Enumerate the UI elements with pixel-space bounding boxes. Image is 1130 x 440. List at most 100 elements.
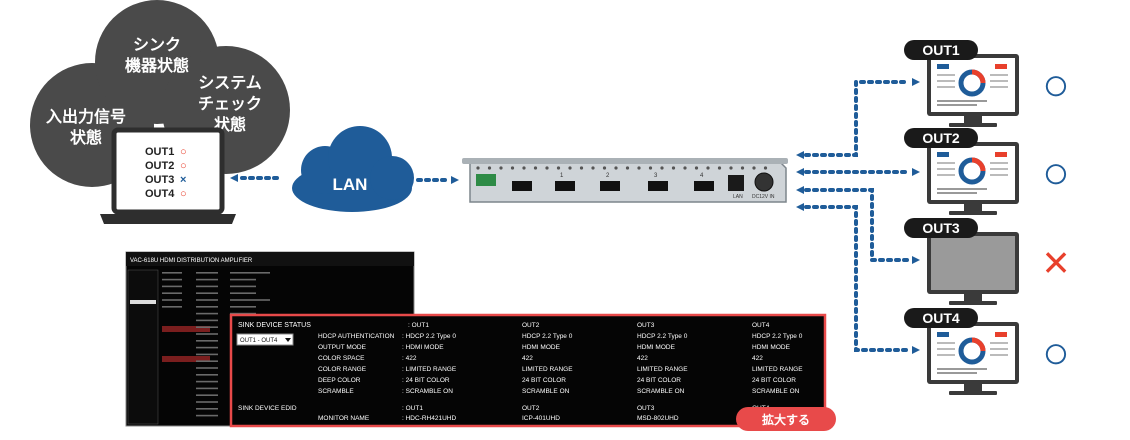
thumb-text-line — [196, 278, 218, 281]
web-ui-sidebar-item[interactable] — [130, 300, 156, 304]
thumb-text-line — [162, 285, 182, 288]
output-selector-value: OUT1 - OUT4 — [240, 338, 278, 344]
cell-value: LIMITED RANGE — [752, 366, 803, 373]
screen-line — [937, 342, 955, 344]
edid-column-header: OUT2 — [522, 405, 540, 412]
thumb-text-line — [196, 340, 218, 342]
monitor-name-value: ICP-401UHD — [522, 415, 560, 422]
cell-value: HDMI MODE — [522, 344, 561, 351]
thumb-text-line — [230, 278, 256, 281]
output-tag — [904, 128, 978, 148]
thumb-text-line — [196, 374, 218, 376]
screen-line — [937, 354, 955, 356]
vent-hole — [602, 166, 607, 170]
monitor-stand — [949, 301, 997, 305]
monitor-stand — [949, 391, 997, 395]
laptop-list-label: OUT2 — [145, 160, 174, 172]
cell-value: SCRAMBLE ON — [637, 388, 685, 395]
thumb-text-line — [196, 408, 218, 410]
hdmi-port — [648, 181, 668, 191]
row-label: COLOR RANGE — [318, 366, 367, 373]
column-header: OUT3 — [637, 322, 655, 329]
cell-value: : HDMI MODE — [402, 344, 444, 351]
chevron-down-icon — [285, 338, 291, 342]
thumb-text-line — [196, 299, 218, 301]
vent-hole — [763, 166, 768, 170]
lan-port-label: LAN — [733, 194, 743, 200]
link-out1 — [804, 80, 910, 157]
output-link-arrows — [796, 78, 920, 354]
donut-chart-icon — [971, 157, 986, 172]
vent-hole — [729, 166, 733, 170]
output-selector[interactable] — [236, 333, 294, 346]
terminal-block — [476, 174, 496, 186]
output-tag — [904, 40, 978, 60]
thumb-text-line — [230, 312, 256, 315]
link-out4 — [804, 205, 910, 352]
status-ok-icon: ○ — [1042, 326, 1070, 378]
link-out3 — [804, 188, 910, 262]
cell-value: 24 BIT COLOR — [752, 377, 796, 384]
laptop-list-mark: ○ — [180, 146, 187, 158]
row-label: COLOR SPACE — [318, 355, 365, 362]
thumb-text-line — [196, 387, 218, 390]
vent-hole — [476, 166, 480, 170]
zoom-badge[interactable] — [736, 407, 836, 431]
lan-port — [728, 175, 744, 191]
laptop-list-mark: × — [180, 174, 186, 186]
column-header: OUT2 — [522, 322, 540, 329]
screen-line — [937, 74, 955, 76]
screen-line — [937, 86, 955, 88]
bubble-system-label: システムチェック状態 — [198, 75, 262, 134]
screen-line — [937, 348, 955, 350]
vent-hole — [487, 166, 492, 170]
web-ui-title: VAC-618U HDMI DISTRIBUTION AMPLIFIER — [130, 258, 253, 264]
web-ui-sidebar — [127, 269, 159, 425]
monitor-name-value: : HDC-RH421UHD — [402, 415, 456, 422]
screen-chip — [937, 332, 949, 337]
thumb-text-line — [196, 380, 218, 383]
thumb-text-line — [162, 299, 182, 301]
laptop-list-label: OUT1 — [145, 146, 174, 158]
vent-hole — [706, 166, 710, 170]
output-tag-label: OUT2 — [922, 130, 960, 146]
monitor-name-label: MONITOR NAME — [318, 415, 370, 422]
web-ui-section-bar — [162, 326, 210, 332]
output-tag-label: OUT3 — [922, 220, 960, 236]
arrow-left-icon — [796, 203, 804, 211]
monitor-neck — [964, 294, 982, 301]
arrow-left-icon — [796, 168, 804, 176]
vent-hole — [660, 166, 664, 170]
screen-chip — [995, 332, 1007, 337]
monitor-neck — [964, 116, 982, 123]
laptop-output-list: OUT1 ○ OUT2 ○ OUT3 × OUT4 ○ — [145, 146, 187, 200]
screen-line — [937, 100, 987, 102]
vent-hole — [694, 166, 699, 170]
lan-label: LAN — [333, 175, 368, 194]
status-ng-icon: × — [1043, 236, 1070, 288]
zoom-badge-label: 拡大する — [762, 412, 810, 427]
hdmi-port — [555, 181, 575, 191]
output-links — [804, 80, 910, 352]
screen-line — [937, 188, 987, 190]
laptop: OUT1 ○ OUT2 ○ OUT3 × OUT4 ○ — [100, 127, 236, 224]
thumb-text-line — [196, 292, 218, 294]
thumb-text-line — [230, 272, 270, 274]
screen-line — [990, 348, 1008, 350]
screen-chip — [995, 152, 1007, 157]
thumb-text-line — [230, 306, 256, 308]
cell-value: SCRAMBLE ON — [752, 388, 800, 395]
cell-value: : 24 BIT COLOR — [402, 377, 450, 384]
row-label: HDCP AUTHENTICATION — [318, 333, 395, 340]
arrow-right-icon — [912, 256, 920, 264]
screen-line — [937, 174, 955, 176]
screen-line — [990, 354, 1008, 356]
power-connector — [754, 172, 774, 192]
screen-chip — [995, 64, 1007, 69]
vent-hole — [637, 166, 641, 170]
thumb-text-line — [196, 319, 218, 322]
port-label: 2 — [606, 173, 610, 179]
thumb-text-line — [196, 360, 218, 362]
port-label: 4 — [700, 173, 704, 179]
vent-hole — [533, 166, 538, 170]
